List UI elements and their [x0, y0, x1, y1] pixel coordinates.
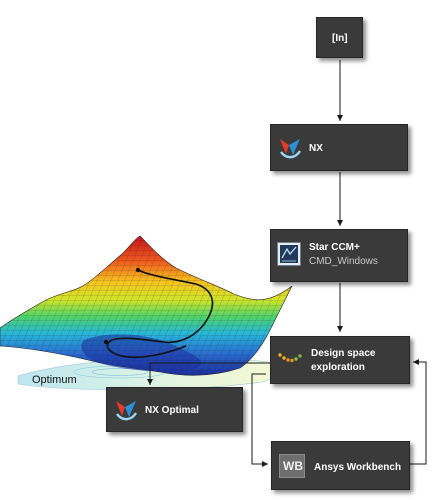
nx-node-label: NX [309, 143, 323, 154]
arrow-dse-to-ansys [251, 373, 268, 467]
design-space-exploration-node[interactable]: Design space exploration [270, 336, 410, 384]
optimization-path [106, 269, 214, 359]
nx-node[interactable]: NX [270, 124, 408, 171]
optimum-caption: Optimum [32, 374, 77, 386]
optimum-marker [103, 339, 109, 345]
ansys-workbench-node[interactable]: WB Ansys Workbench [271, 441, 410, 490]
starccm-node[interactable]: Star CCM+ CMD_Windows [270, 229, 408, 282]
nx-optimal-node[interactable]: NX Optimal [106, 387, 243, 432]
star-ccm-logo-icon [277, 242, 301, 271]
dse-node-label-line1: Design space [311, 348, 376, 359]
nx-optimal-node-label: NX Optimal [145, 405, 199, 416]
starccm-node-label: Star CCM+ [309, 242, 360, 253]
starccm-node-sublabel: CMD_Windows [309, 256, 378, 267]
nx-logo-icon [113, 397, 139, 428]
nx-logo-icon [277, 135, 303, 166]
input-node-label: [In] [332, 33, 348, 44]
wb-logo-icon: WB [279, 454, 305, 478]
design-space-dots-icon [277, 351, 303, 372]
wb-logo-text: WB [283, 459, 303, 473]
arrow-ansys-to-dse [410, 359, 427, 465]
input-node[interactable]: [In] [316, 17, 363, 58]
arrow-dse-to-nx-optimal [147, 362, 274, 385]
ansys-node-label: Ansys Workbench [314, 462, 402, 473]
path-start-marker [135, 267, 141, 273]
dse-node-label-line2: exploration [311, 362, 365, 373]
